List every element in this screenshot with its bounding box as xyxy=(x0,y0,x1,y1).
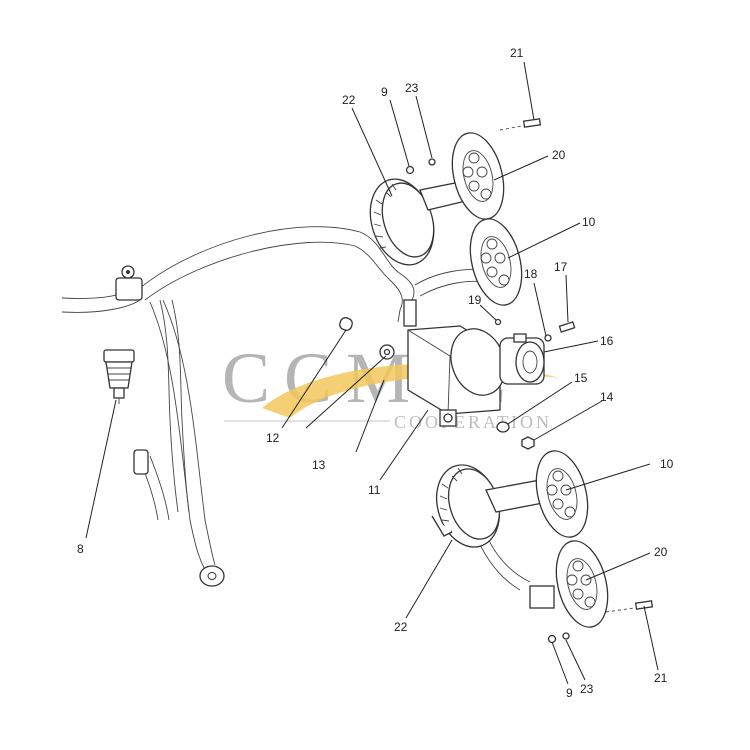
watermark-swoosh xyxy=(262,363,560,418)
lower-lens-part-10 xyxy=(535,450,589,538)
callout-9-bottom: 9 xyxy=(566,686,573,700)
harness-clamp xyxy=(115,265,143,301)
callout-21-top: 21 xyxy=(510,46,524,60)
small-parts-17-18-19 xyxy=(494,318,576,342)
ring-terminal xyxy=(199,565,225,587)
leader-lines xyxy=(85,61,659,685)
callout-10-bottom: 10 xyxy=(660,457,674,471)
callout-8: 8 xyxy=(77,542,84,556)
callout-22-bottom: 22 xyxy=(394,620,408,634)
connector-part-8 xyxy=(103,349,149,475)
washer-part-13 xyxy=(379,344,395,360)
callout-17: 17 xyxy=(554,260,568,274)
upper-lens-part-10 xyxy=(469,218,523,306)
callout-19: 19 xyxy=(468,293,482,307)
lower-lamp-housing xyxy=(431,464,549,548)
callout-14: 14 xyxy=(600,390,614,404)
lower-lens-part-20 xyxy=(529,540,609,628)
callout-22-top: 22 xyxy=(342,93,356,107)
callout-labels: 21 22 9 23 20 10 17 18 19 16 15 14 12 13… xyxy=(77,46,674,700)
switch-part-16 xyxy=(499,333,545,385)
callout-20-bottom: 20 xyxy=(654,545,668,559)
upper-bolt-part-21 xyxy=(499,118,542,131)
mount-bracket-part-11 xyxy=(403,299,506,427)
callout-13: 13 xyxy=(312,458,326,472)
washer-part-15 xyxy=(496,421,510,433)
callout-23-bottom: 23 xyxy=(580,682,594,696)
callout-11: 11 xyxy=(368,483,381,497)
callout-10-top: 10 xyxy=(582,215,596,229)
lower-bolt-part-21 xyxy=(605,600,654,613)
callout-16: 16 xyxy=(600,334,614,348)
upper-lens-part-20 xyxy=(451,132,505,220)
callout-21-bottom: 21 xyxy=(654,671,668,685)
callout-12: 12 xyxy=(266,431,280,445)
callout-20-top: 20 xyxy=(552,148,566,162)
lower-washers-part-9-23 xyxy=(547,632,570,644)
upper-lamp-housing xyxy=(369,178,471,266)
upper-washers-part-9-23 xyxy=(405,158,436,175)
callout-18: 18 xyxy=(524,267,538,281)
nut-part-14 xyxy=(521,436,535,450)
watermark-subtitle: COOPERATION xyxy=(394,412,552,432)
wire-harness xyxy=(61,226,531,591)
callout-9-top: 9 xyxy=(381,85,388,99)
callout-23-top: 23 xyxy=(405,81,419,95)
callout-15: 15 xyxy=(574,371,588,385)
stud-part-12 xyxy=(339,317,353,331)
